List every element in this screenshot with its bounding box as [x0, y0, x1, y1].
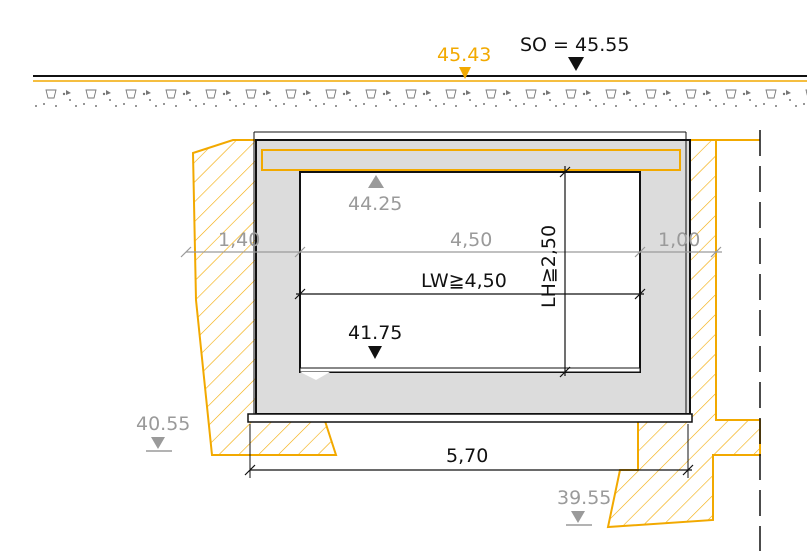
- total-width-dimension: [244, 424, 694, 478]
- left-width-label: 1,40: [218, 229, 260, 251]
- triangle-down-icon: [568, 57, 584, 71]
- right-width-label: 1,00: [658, 229, 700, 251]
- left-foundation-level-marker: [146, 437, 172, 452]
- right-foundation-level-label: 39.55: [557, 487, 611, 509]
- blinding-layer: [247, 413, 693, 423]
- invert-line: [299, 367, 641, 373]
- invert-chamfer: [300, 372, 330, 380]
- triangle-down-icon: [459, 67, 471, 79]
- floor-level-label: 41.75: [348, 322, 402, 344]
- existing-top-level-label: 45.43: [437, 44, 491, 66]
- clear-width-dimension: [294, 288, 646, 300]
- gray-dimension-line: [180, 246, 722, 258]
- triangle-up-icon: [368, 175, 384, 188]
- so-level-label: SO = 45.55: [520, 34, 629, 56]
- triangle-down-icon: [368, 346, 382, 359]
- total-width-label: 5,70: [446, 445, 488, 467]
- top-slab-outline: [261, 149, 681, 171]
- road-pavement: [33, 75, 807, 110]
- clear-height-label: LH≧2,50: [538, 225, 560, 308]
- clear-height-dimension: [559, 166, 571, 378]
- gravel-layer: [33, 80, 807, 110]
- right-foundation-level-marker: [566, 511, 592, 526]
- span-label: 4,50: [450, 229, 492, 251]
- concrete-frame: [247, 131, 693, 423]
- clear-width-label: LW≧4,50: [421, 270, 507, 292]
- left-foundation-level-label: 40.55: [136, 413, 190, 435]
- ceiling-level-label: 44.25: [348, 193, 402, 215]
